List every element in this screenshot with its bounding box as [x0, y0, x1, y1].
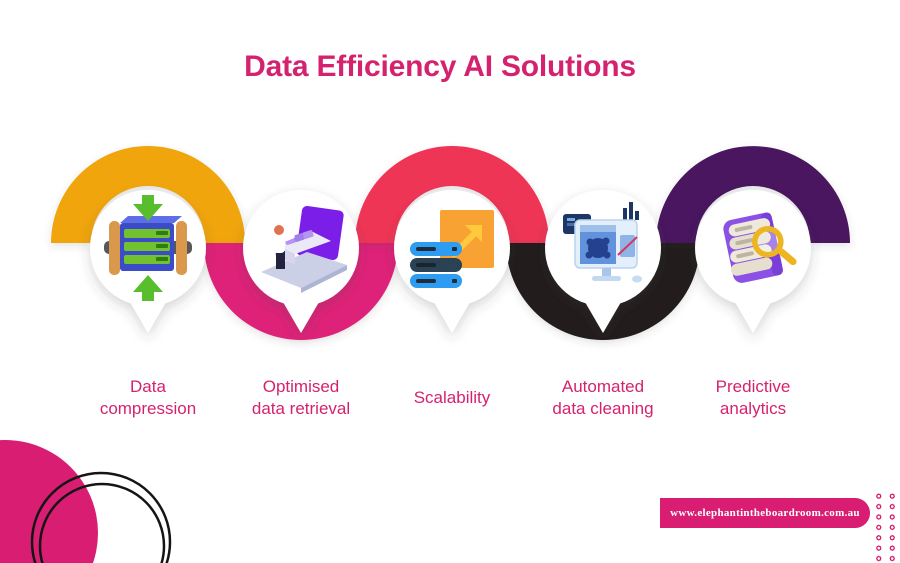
outline-ring-inner — [38, 482, 166, 563]
arc-scalability — [355, 146, 549, 243]
label-data-compression: Data compression — [99, 377, 197, 418]
predictive-analytics-icon — [723, 212, 797, 283]
label-predictive-analytics: Predictive analytics — [715, 377, 791, 418]
label-optimised-data-retrieval: Optimised data retrieval — [251, 377, 351, 418]
data-compression-icon — [104, 195, 192, 301]
page-title: Data Efficiency AI Solutions — [244, 50, 636, 83]
arc-data-compression — [51, 146, 245, 243]
website-url: www.elephantintheboardroom.com.au — [670, 507, 860, 519]
corner-blob-circle — [0, 440, 98, 563]
data-cleaning-icon — [563, 202, 642, 283]
label-scalability: Scalability — [413, 388, 491, 407]
outline-ring-outer — [30, 471, 172, 563]
item-labels-row: Data compression Optimised data retrieva… — [0, 372, 900, 424]
data-retrieval-icon — [261, 205, 347, 293]
arc-optimised-data-retrieval — [204, 243, 398, 340]
arc-predictive-analytics — [656, 146, 850, 243]
scalability-icon — [410, 210, 494, 288]
dots-pattern — [872, 491, 899, 563]
label-automated-data-cleaning: Automated data cleaning — [552, 377, 654, 418]
arc-automated-data-cleaning — [506, 243, 700, 340]
website-banner[interactable]: www.elephantintheboardroom.com.au — [660, 498, 870, 528]
